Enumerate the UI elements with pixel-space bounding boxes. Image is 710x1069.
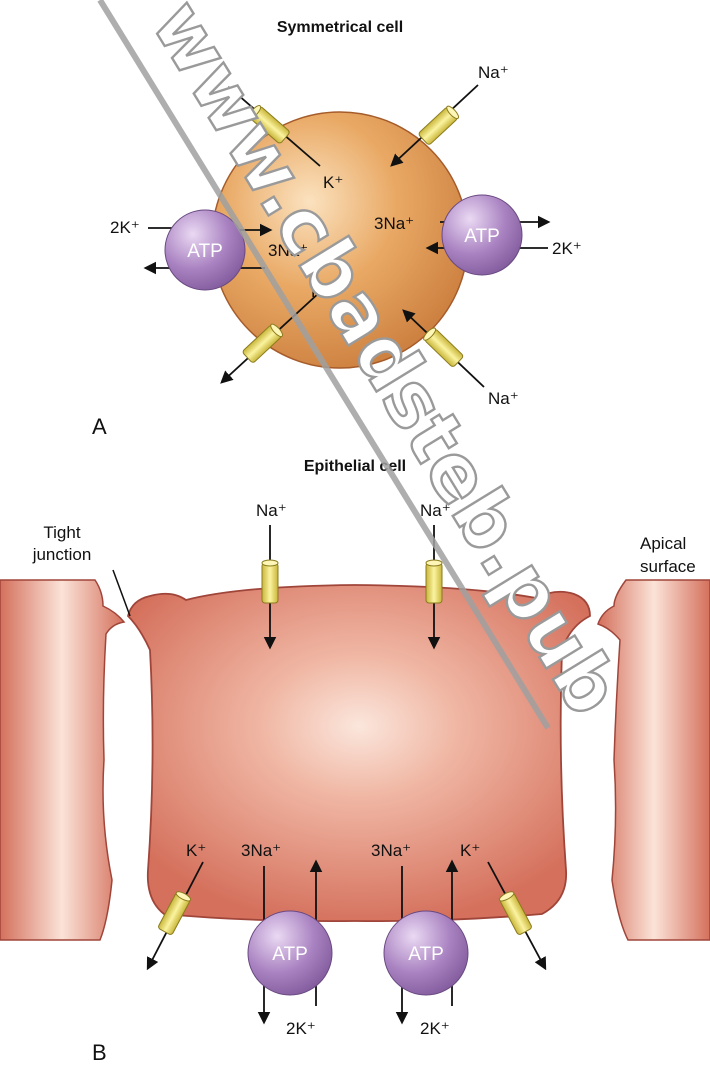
atp-right-label: ATP — [464, 226, 500, 247]
panel-a-letter: A — [92, 414, 107, 439]
label-na-1: Na⁺ — [256, 501, 287, 520]
left-neighbor-cell — [0, 580, 124, 940]
na-channel-top — [392, 85, 478, 165]
label-3na-2: 3Na⁺ — [371, 841, 411, 860]
label-na-bottom: Na⁺ — [488, 389, 519, 408]
apical-surface-label-line1: Apical — [640, 534, 686, 553]
atp-left-label: ATP — [187, 241, 223, 262]
label-3na-right: 3Na⁺ — [374, 214, 414, 233]
label-3na-1: 3Na⁺ — [241, 841, 281, 860]
label-na-top: Na⁺ — [478, 63, 509, 82]
atp-1-label: ATP — [272, 944, 308, 965]
label-2k-1: 2K⁺ — [286, 1019, 316, 1038]
panel-a-title: Symmetrical cell — [277, 19, 403, 36]
label-k-2: K⁺ — [460, 841, 480, 860]
panel-b: Epithelial cell Na⁺ Na⁺ Tight junction A… — [0, 458, 710, 1064]
label-2k-left: 2K⁺ — [110, 218, 140, 237]
label-2k-right: 2K⁺ — [552, 239, 582, 258]
panel-b-letter: B — [92, 1040, 107, 1064]
label-2k-2: 2K⁺ — [420, 1019, 450, 1038]
tight-junction-label-line2: junction — [32, 545, 92, 564]
apical-surface-label-line2: surface — [640, 557, 696, 576]
label-k-1: K⁺ — [186, 841, 206, 860]
tight-junction-label-line1: Tight — [43, 523, 80, 542]
atp-2-label: ATP — [408, 944, 444, 965]
right-neighbor-cell — [598, 580, 710, 940]
tight-junction-pointer — [113, 570, 130, 616]
